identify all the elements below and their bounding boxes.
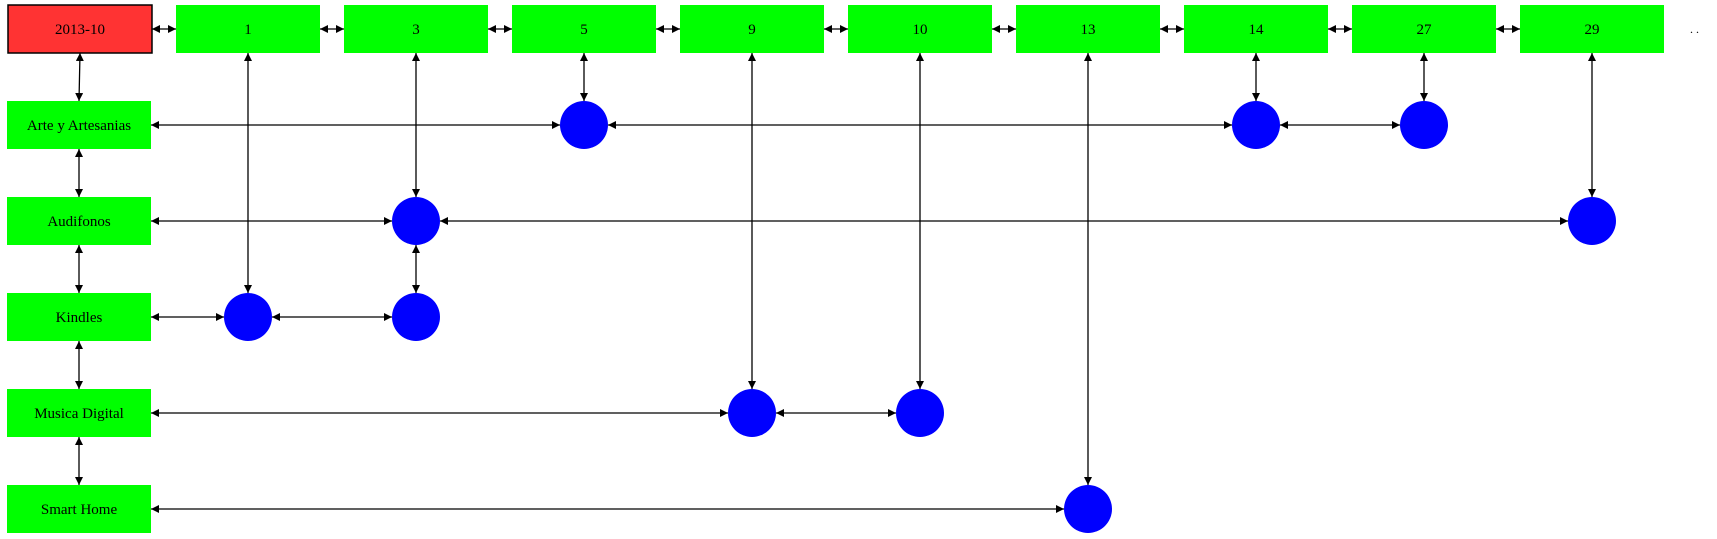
category-node-smart-label: Smart Home — [41, 502, 118, 518]
category-node-kindles-label: Kindles — [56, 310, 103, 326]
day-node-14-label: 14 — [1249, 22, 1265, 38]
category-node-audifonos: Audifonos — [7, 197, 151, 245]
day-node-13-label: 13 — [1081, 22, 1096, 38]
root-node-box — [7, 4, 153, 54]
category-node-kindles-box — [7, 293, 151, 341]
day-node-13: 13 — [1016, 5, 1160, 53]
day-node-3-box — [344, 5, 488, 53]
event-node-audifonos-d29 — [1568, 197, 1616, 245]
category-node-arte: Arte y Artesanias — [7, 101, 151, 149]
day-node-1-label: 1 — [244, 22, 252, 38]
edges-layer — [75, 25, 1596, 513]
event-node-arte-d5 — [560, 101, 608, 149]
category-node-arte-label: Arte y Artesanias — [27, 118, 131, 134]
day-node-29-box — [1520, 5, 1664, 53]
category-node-kindles: Kindles — [7, 293, 151, 341]
day-node-10-box — [848, 5, 992, 53]
day-node-13-box — [1016, 5, 1160, 53]
trailing-ellipsis: . . — [1690, 22, 1699, 36]
root-node: 2013-10 — [7, 4, 153, 54]
day-node-29-label: 29 — [1585, 22, 1600, 38]
event-node-kindles-d1 — [224, 293, 272, 341]
day-node-1: 1 — [176, 5, 320, 53]
category-node-musica-label: Musica Digital — [34, 406, 124, 422]
day-node-1-box — [176, 5, 320, 53]
event-node-musica-d10 — [896, 389, 944, 437]
category-node-smart: Smart Home — [7, 485, 151, 533]
day-node-5-label: 5 — [580, 22, 588, 38]
day-node-14: 14 — [1184, 5, 1328, 53]
category-node-musica-box — [7, 389, 151, 437]
day-node-10: 10 — [848, 5, 992, 53]
day-node-3: 3 — [344, 5, 488, 53]
event-node-smart-d13 — [1064, 485, 1112, 533]
day-node-27: 27 — [1352, 5, 1496, 53]
day-node-9: 9 — [680, 5, 824, 53]
category-node-audifonos-label: Audifonos — [47, 214, 110, 230]
day-node-5-box — [512, 5, 656, 53]
day-node-9-label: 9 — [748, 22, 756, 38]
event-node-arte-d27 — [1400, 101, 1448, 149]
day-node-29: 29 — [1520, 5, 1664, 53]
category-node-audifonos-box — [7, 197, 151, 245]
day-node-27-box — [1352, 5, 1496, 53]
event-node-audifonos-d3 — [392, 197, 440, 245]
event-node-kindles-d3 — [392, 293, 440, 341]
category-node-arte-box — [7, 101, 151, 149]
day-node-14-box — [1184, 5, 1328, 53]
day-node-27-label: 27 — [1417, 22, 1433, 38]
day-node-9-box — [680, 5, 824, 53]
event-node-musica-d9 — [728, 389, 776, 437]
category-node-musica: Musica Digital — [7, 389, 151, 437]
event-node-arte-d14 — [1232, 101, 1280, 149]
category-node-smart-box — [7, 485, 151, 533]
day-node-5: 5 — [512, 5, 656, 53]
root-node-label: 2013-10 — [55, 22, 105, 38]
day-node-10-label: 10 — [913, 22, 928, 38]
edge-root-arte — [75, 52, 84, 102]
day-node-3-label: 3 — [412, 22, 420, 38]
